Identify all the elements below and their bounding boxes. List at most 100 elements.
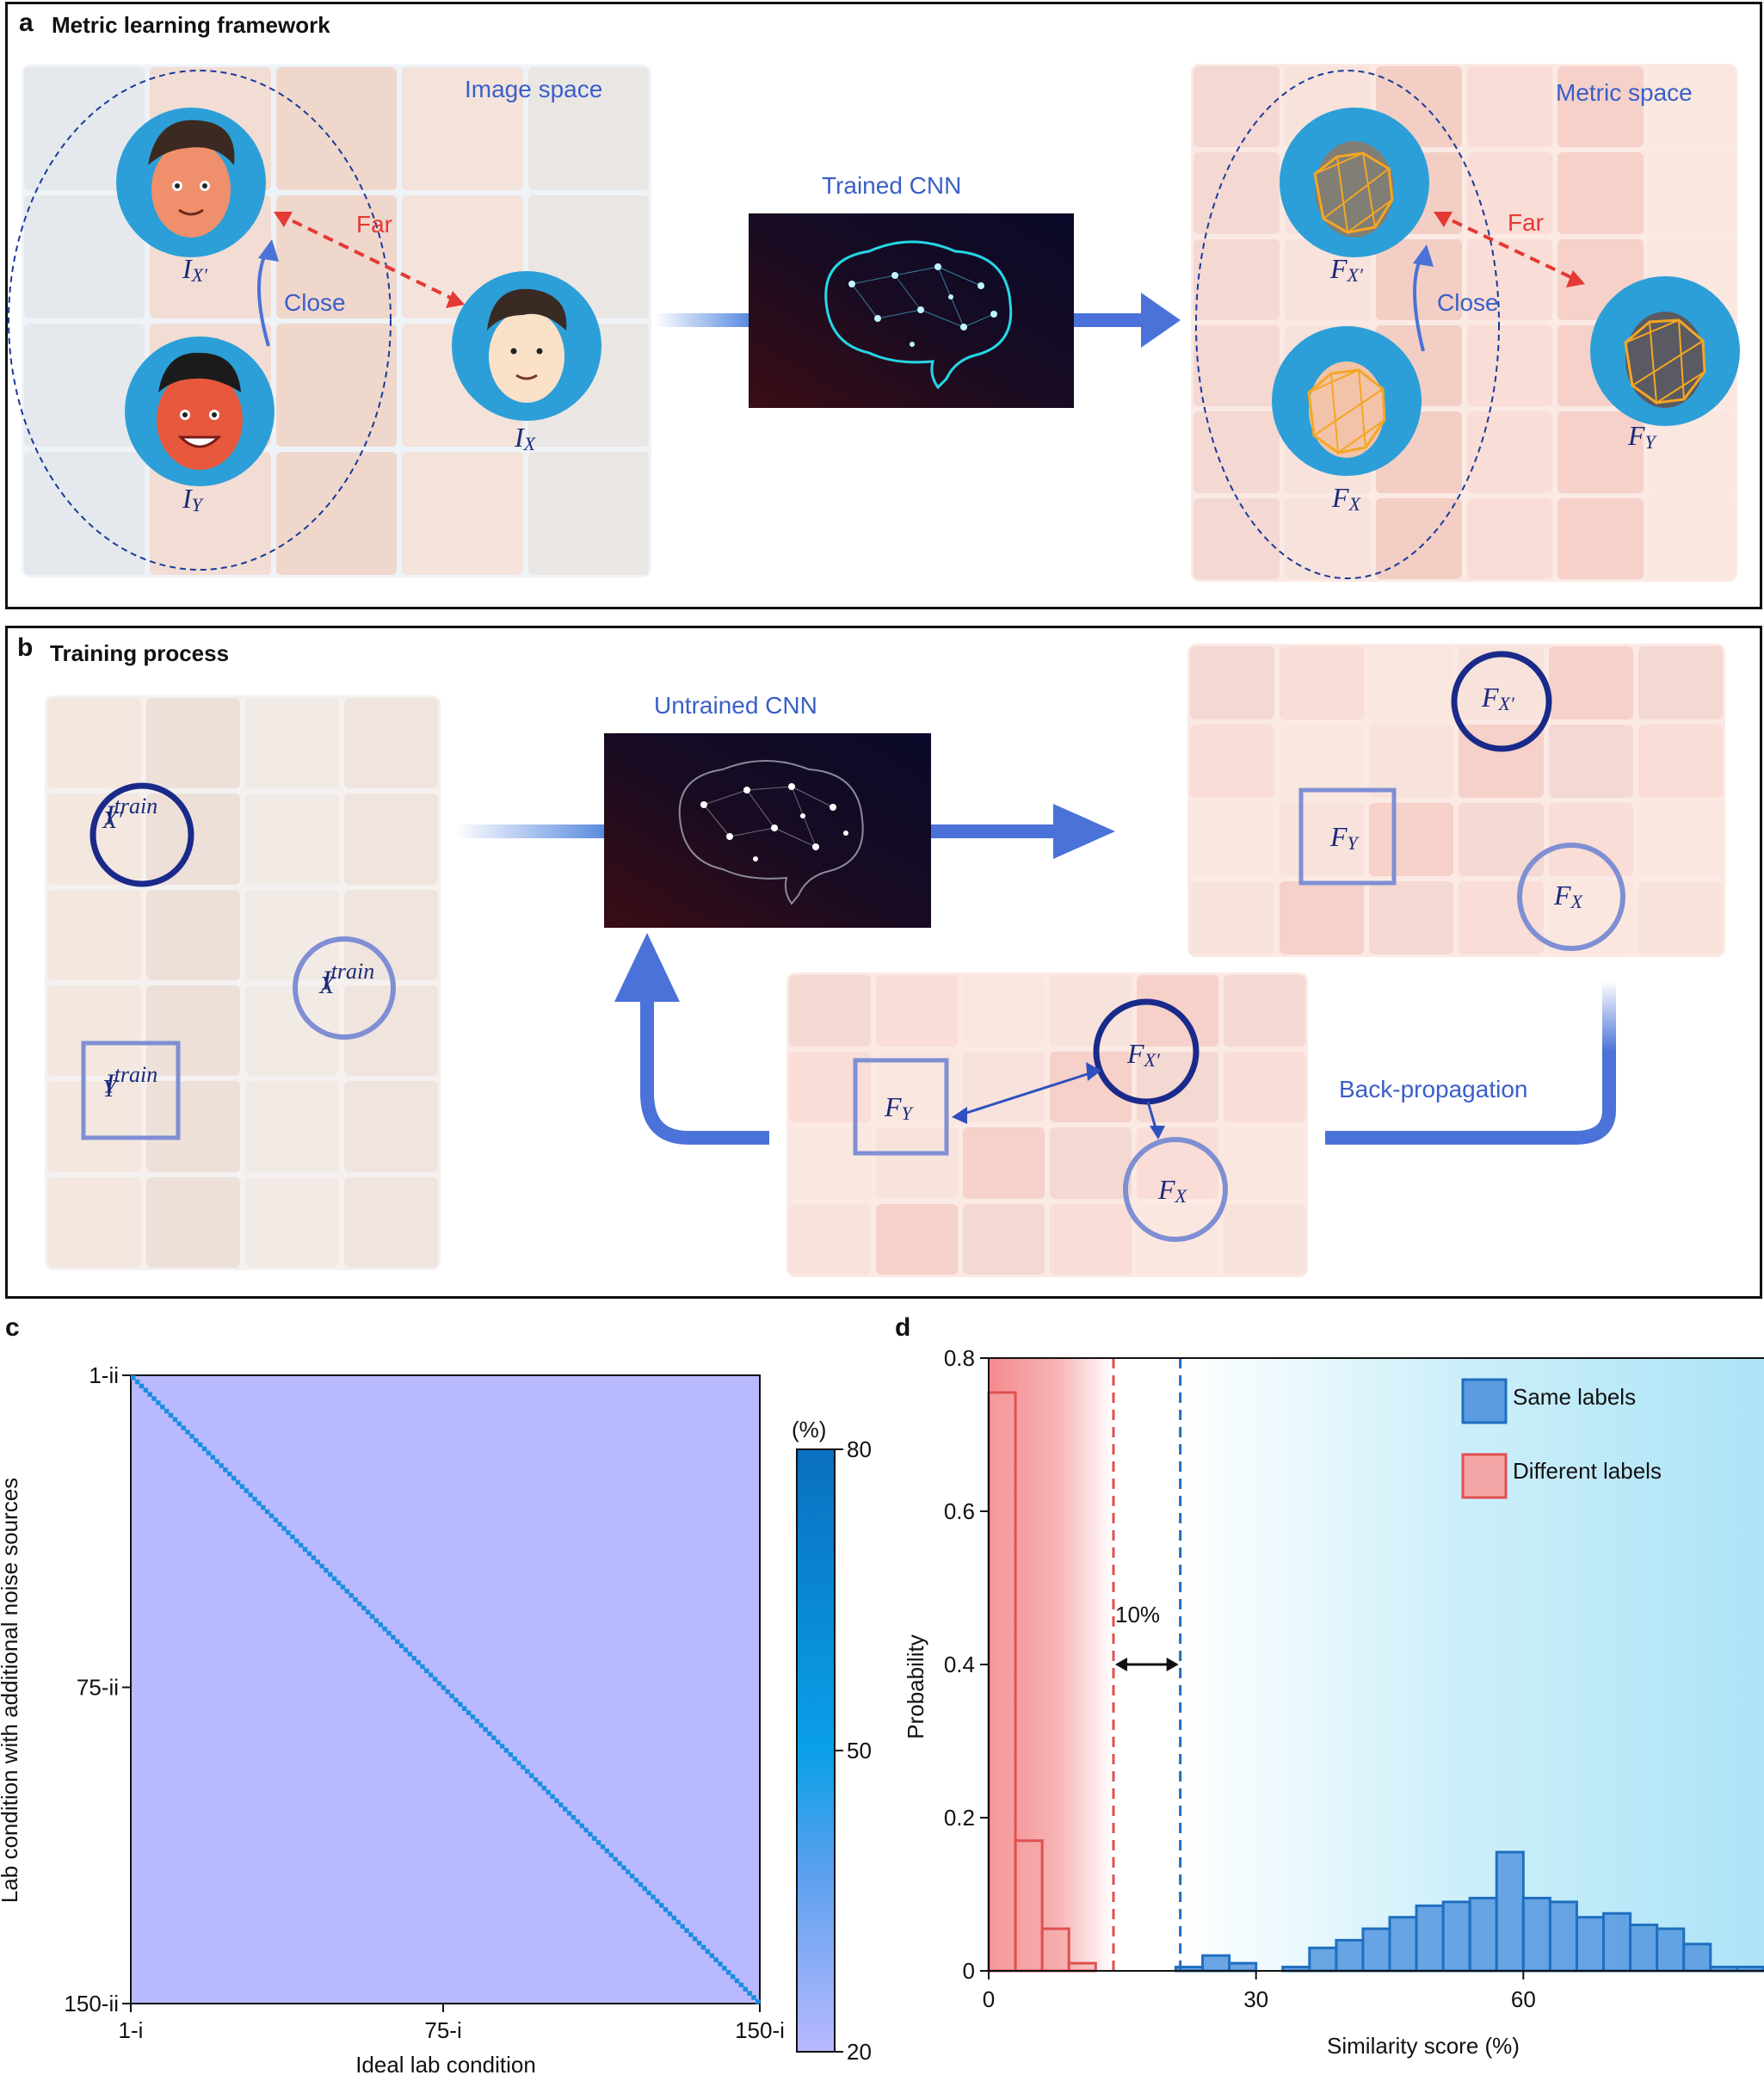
heatmap-diagonal-cell bbox=[176, 1421, 182, 1426]
heatmap-diagonal-cell bbox=[227, 1471, 232, 1477]
heatmap-diagonal bbox=[131, 1375, 761, 2004]
heatmap-diagonal-cell bbox=[172, 1417, 178, 1423]
colorbar-tick-label: 80 bbox=[847, 1436, 872, 1462]
heatmap-diagonal-cell bbox=[369, 1614, 375, 1619]
mosaic-tile bbox=[1369, 803, 1454, 876]
heatmap-diagonal-cell bbox=[453, 1697, 459, 1703]
heatmap-diagonal-cell bbox=[592, 1836, 597, 1841]
heatmap-diagonal-cell bbox=[503, 1748, 509, 1753]
mosaic-tile bbox=[1638, 881, 1723, 954]
heatmap-diagonal-cell bbox=[700, 1944, 706, 1950]
heatmap-diagonal-cell bbox=[256, 1501, 262, 1506]
mosaic-tile bbox=[1369, 881, 1454, 954]
heatmap-diagonal-cell bbox=[667, 1911, 673, 1917]
far-label: Far bbox=[356, 211, 392, 238]
legend-diff-swatch bbox=[1461, 1453, 1508, 1499]
mosaic-tile bbox=[1649, 152, 1735, 234]
arrowhead-right bbox=[1166, 1658, 1179, 1671]
mosaic-tile bbox=[789, 975, 871, 1047]
mosaic-tile bbox=[1224, 1127, 1305, 1199]
heatmap-diagonal-cell bbox=[693, 1936, 698, 1942]
heatmap-diagonal-cell bbox=[633, 1878, 639, 1883]
fy-untrained-label: FY bbox=[1330, 821, 1358, 855]
heatmap-diagonal-cell bbox=[566, 1811, 572, 1816]
heatmap-diagonal-cell bbox=[277, 1522, 283, 1527]
heatmap-diagonal-cell bbox=[600, 1844, 606, 1850]
brain-icon bbox=[824, 240, 1013, 390]
heatmap-diagonal-cell bbox=[541, 1785, 547, 1791]
heatmap-diagonal-cell bbox=[281, 1526, 287, 1531]
mosaic-tile bbox=[24, 452, 145, 575]
face-ix-prime bbox=[116, 108, 266, 257]
heatmap-diagonal-cell bbox=[223, 1467, 228, 1473]
mosaic-tile bbox=[1649, 66, 1735, 148]
histogram-ylabel: Probability bbox=[903, 1634, 928, 1738]
heatmap-diagonal-cell bbox=[244, 1488, 250, 1493]
heatmap-diagonal-cell bbox=[373, 1618, 379, 1623]
heatmap-diagonal-cell bbox=[726, 1970, 731, 1975]
heatmap-diagonal-cell bbox=[151, 1396, 157, 1401]
mosaic-tile bbox=[344, 1081, 438, 1172]
mosaic-tile bbox=[1193, 152, 1280, 234]
image-space-label: Image space bbox=[465, 76, 603, 102]
colorbar-unit: (%) bbox=[792, 1417, 826, 1442]
trained-cnn-label: Trained CNN bbox=[822, 172, 962, 199]
heatmap-ylabel: Lab condition with additional noise sour… bbox=[0, 1478, 22, 1903]
heatmap-diagonal-cell bbox=[239, 1484, 245, 1489]
mosaic-tile bbox=[789, 1203, 871, 1275]
mosaic-tile bbox=[527, 452, 649, 575]
legend-same-swatch bbox=[1461, 1378, 1508, 1424]
same-labels-bar bbox=[1388, 1916, 1418, 1973]
heatmap-diagonal-cell bbox=[424, 1668, 429, 1674]
ix-train-label: ItrainX bbox=[319, 959, 375, 999]
heatmap-diagonal-cell bbox=[432, 1677, 438, 1682]
heatmap-diagonal-cell bbox=[478, 1722, 484, 1728]
mosaic-tile bbox=[1557, 411, 1644, 493]
mosaic-tile bbox=[146, 889, 240, 980]
mosaic-tile bbox=[1638, 725, 1723, 798]
histogram-ytick-label: 0.6 bbox=[944, 1498, 975, 1524]
mosaic-tile bbox=[1193, 66, 1280, 148]
heatmap-diagonal-cell bbox=[429, 1672, 434, 1677]
iy-train-square bbox=[81, 1041, 181, 1140]
heatmap-diagonal-cell bbox=[436, 1681, 442, 1686]
fx-backprop-label: FX bbox=[1158, 1174, 1187, 1207]
untrained-feature-background bbox=[1187, 644, 1725, 957]
mosaic-tile bbox=[1280, 803, 1365, 876]
heatmap-diagonal-cell bbox=[214, 1459, 219, 1464]
heatmap-ytick-label: 75-ii bbox=[77, 1675, 119, 1701]
mosaic-tile bbox=[1375, 238, 1462, 320]
trained-cnn-diagram bbox=[654, 213, 1181, 408]
mosaic-tile bbox=[47, 1081, 141, 1172]
face-iy bbox=[125, 337, 274, 486]
same-labels-bar bbox=[1548, 1900, 1578, 1973]
heatmap-diagonal-cell bbox=[365, 1609, 371, 1615]
same-labels-bar bbox=[1415, 1904, 1445, 1973]
fx-prime-label: FX′ bbox=[1330, 253, 1363, 287]
heatmap-diagonal-cell bbox=[331, 1576, 337, 1582]
heatmap-diagonal-cell bbox=[286, 1530, 291, 1535]
mosaic-tile bbox=[146, 1176, 240, 1268]
mosaic-tile bbox=[1548, 646, 1633, 719]
heatmap-diagonal-cell bbox=[705, 1948, 711, 1955]
histogram-bars bbox=[987, 1391, 1764, 1973]
same-labels-bar bbox=[1308, 1946, 1338, 1973]
mosaic-tile bbox=[1369, 646, 1454, 719]
heatmap-diagonal-cell bbox=[189, 1434, 194, 1439]
panel-a-title: Metric learning framework bbox=[52, 12, 330, 38]
mosaic-tile bbox=[402, 67, 523, 190]
mosaic-tile bbox=[1466, 411, 1553, 493]
mosaic-tile bbox=[1466, 152, 1553, 234]
heatmap-diagonal-cell bbox=[646, 1890, 651, 1896]
mosaic-tile bbox=[1557, 66, 1644, 148]
heatmap-diagonal-cell bbox=[252, 1497, 257, 1502]
heatmap-diagonal-cell bbox=[248, 1492, 253, 1498]
close-group-ellipse bbox=[8, 70, 392, 571]
metric-close-arrow bbox=[1413, 251, 1425, 352]
backprop-arrow-right bbox=[1325, 981, 1616, 1145]
histogram-zones bbox=[989, 1358, 1764, 1971]
heatmap-diagonal-cell bbox=[629, 1874, 635, 1879]
same-labels-bar bbox=[1228, 1961, 1258, 1973]
